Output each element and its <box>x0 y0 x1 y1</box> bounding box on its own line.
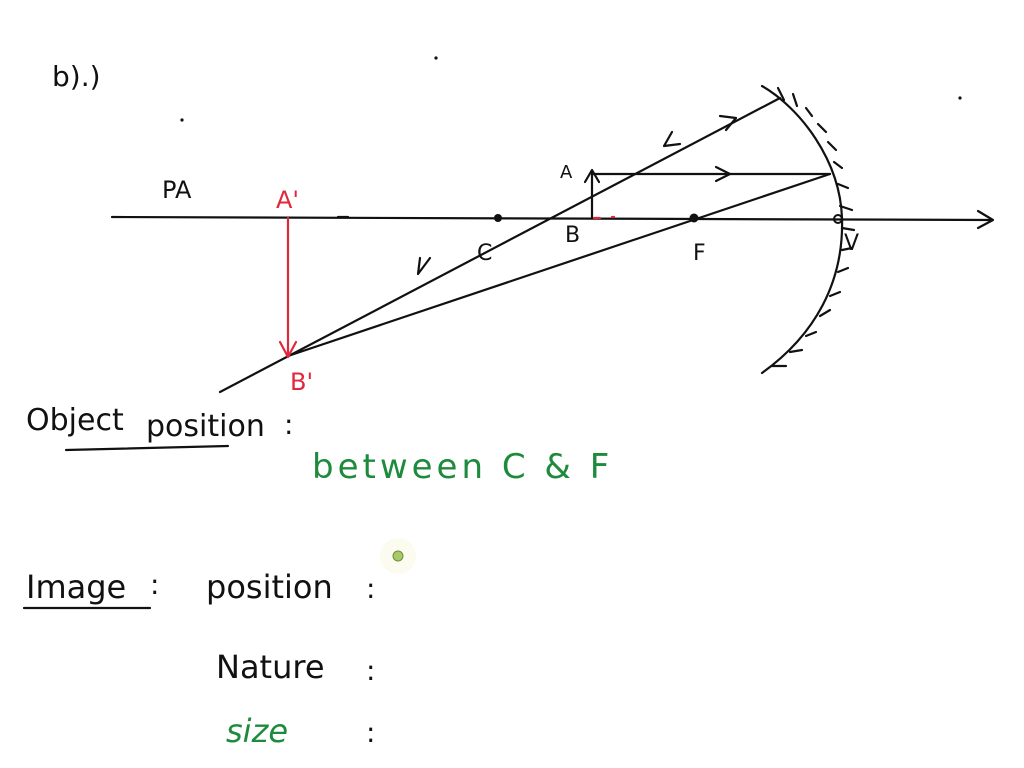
point-label-v: V <box>844 231 859 256</box>
stray-dot <box>434 56 438 60</box>
principal-axis <box>110 209 995 230</box>
image-label-a-prime: A' <box>276 186 299 214</box>
ray-through-centre <box>218 96 782 394</box>
point-label-a: A <box>560 162 573 183</box>
image-heading: Image <box>26 568 126 606</box>
image-position-label: position <box>206 568 333 606</box>
image-nature-colon: : <box>366 654 375 687</box>
stray-dot <box>958 96 962 100</box>
image-label-b-prime: B' <box>290 368 313 396</box>
pole-point <box>833 214 843 224</box>
pen-cursor-icon <box>380 538 416 574</box>
object-position-label: position <box>146 409 265 444</box>
image-heading-colon: : <box>150 568 159 601</box>
centre-of-curvature-point <box>494 214 502 222</box>
image-position-colon: : <box>366 572 375 605</box>
concave-mirror <box>760 84 856 375</box>
object-underline <box>64 444 230 452</box>
image-size-colon: : <box>366 716 375 749</box>
focus-point <box>689 213 699 223</box>
image-size-label: size <box>226 712 288 750</box>
stray-dot <box>180 118 184 122</box>
object-position-colon: : <box>284 408 293 441</box>
point-label-f: F <box>693 241 706 266</box>
image-arrow <box>278 216 298 359</box>
object-position-answer: between C & F <box>312 447 613 487</box>
point-label-c: C <box>477 241 492 266</box>
ray-parallel <box>286 165 832 358</box>
part-label: b).) <box>52 60 101 93</box>
point-label-b: B <box>565 223 580 248</box>
principal-axis-label: PA <box>162 176 192 204</box>
image-nature-label: Nature <box>216 648 325 686</box>
object-arrow <box>583 168 601 220</box>
object-heading: Object <box>26 403 124 438</box>
